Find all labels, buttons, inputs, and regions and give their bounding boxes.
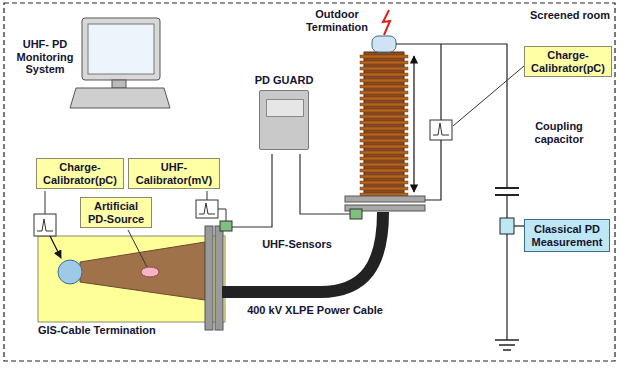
insulator-shed (360, 85, 408, 88)
insulator-shed (360, 61, 408, 64)
ground-symbol (503, 349, 511, 351)
insulator-shed (360, 55, 408, 58)
sensor-label: UHF-Sensors (252, 238, 342, 251)
pulse-symbol (37, 219, 53, 231)
component-label: Outdoor Termination (298, 8, 376, 33)
insulator-shed (360, 175, 408, 178)
insulator-shed (360, 121, 408, 124)
node-text: Classical PD Measurement (529, 223, 605, 248)
monitor-stand (112, 80, 126, 88)
insulator-shed (360, 79, 408, 82)
insulator-shed (360, 115, 408, 118)
cable-label: 400 kV XLPE Power Cable (240, 304, 390, 317)
uhf-sensor (350, 209, 362, 219)
gis-enclosure (38, 236, 225, 322)
insulator-shed (360, 181, 408, 184)
insulator-shed (360, 151, 408, 154)
node-text: PD GUARD (244, 74, 324, 87)
calibration-wire (218, 209, 226, 221)
keyboard (70, 88, 170, 108)
source-box: Artificial PD-Source (80, 197, 152, 228)
gis-termination: GIS-Cable Termination (38, 236, 225, 337)
sensor-cable (300, 154, 350, 214)
ground-lead (506, 195, 507, 218)
pd-guard-unit: PD GUARD (244, 74, 324, 150)
leader-line (207, 191, 208, 200)
gis-flange (205, 226, 213, 330)
calibrator-box: Charge-Calibrator(pC) (524, 46, 612, 77)
uhf-sensor (220, 221, 232, 231)
insulator-shed (360, 97, 408, 100)
system-label: UHF- PD Monitoring System (12, 38, 78, 76)
termination-cap (372, 36, 396, 52)
stress-cone (80, 242, 205, 300)
insulator-shed (360, 73, 408, 76)
calibrator-lead (440, 44, 441, 120)
pulse-generator (34, 214, 56, 236)
measuring-impedance (500, 218, 514, 234)
insulator-shed (360, 145, 408, 148)
node-text: UHF-Calibrator(mV) (133, 161, 215, 186)
insulator-shed (360, 127, 408, 130)
pulse-generator (196, 200, 218, 218)
insulator-shed (360, 187, 408, 190)
termination-flange (345, 196, 425, 202)
pd-source-defect (141, 267, 159, 277)
sensor-cable (232, 154, 272, 227)
room-label: Screened room (528, 9, 612, 22)
leader-line (45, 191, 46, 214)
insulator-shed (360, 163, 408, 166)
component-label: Coupling capacitor (518, 120, 600, 145)
insulator-shed (360, 133, 408, 136)
ground-lead (506, 234, 507, 340)
insulator-shed (360, 103, 408, 106)
xlpe-cable (222, 212, 383, 292)
hv-lead (396, 44, 507, 188)
measurement-box: Classical PD Measurement (524, 219, 610, 252)
insulator-shed (360, 67, 408, 70)
gis-flange (215, 226, 223, 330)
insulator-shed (360, 91, 408, 94)
capacitor-plate (495, 187, 519, 189)
node-text: GIS-Cable Termination (38, 324, 225, 337)
insulator-shed (360, 109, 408, 112)
node-text: Charge-Calibrator(pC) (41, 161, 119, 186)
ground-symbol (495, 339, 519, 341)
monitor (82, 18, 160, 80)
leader-line (128, 230, 147, 267)
hv-lightning (383, 10, 390, 35)
hv-electrode (58, 260, 82, 284)
pd-guard-device (259, 90, 309, 150)
insulator-sheds (360, 55, 408, 196)
pulse-generator (430, 120, 452, 140)
insulator-shed (360, 157, 408, 160)
ground-symbol (499, 344, 515, 346)
screened-room-border (4, 3, 615, 361)
insulator-shed (360, 169, 408, 172)
height-arrow (413, 56, 414, 192)
calibrator-lead (425, 140, 441, 200)
injection-arrow (50, 236, 61, 258)
monitor-screen (88, 24, 154, 74)
calibrator-box: Charge-Calibrator(pC) (36, 158, 124, 189)
signal-lead (514, 225, 524, 226)
pulse-symbol (433, 123, 449, 135)
leader-line (453, 66, 524, 126)
node-text: Charge-Calibrator(pC) (529, 49, 607, 74)
device-panel (266, 99, 304, 117)
pulse-symbol (199, 203, 215, 214)
calibrator-box: UHF-Calibrator(mV) (128, 158, 220, 189)
node-text: Artificial PD-Source (85, 200, 147, 225)
insulator-shed (360, 139, 408, 142)
